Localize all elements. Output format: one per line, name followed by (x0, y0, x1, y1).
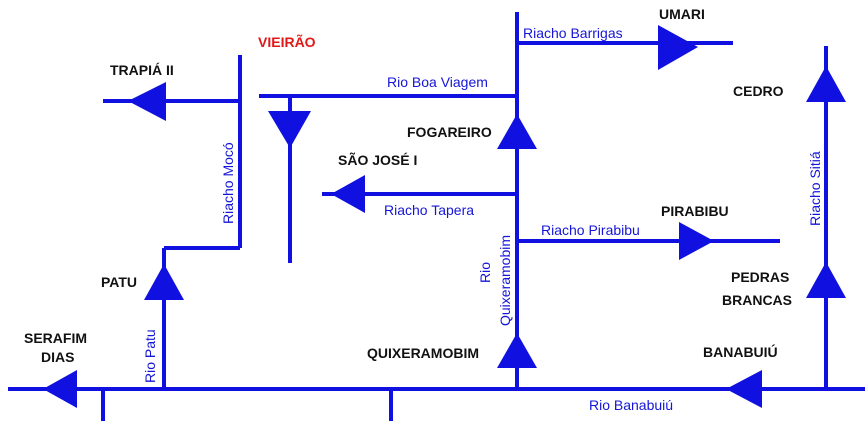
trapia-marker (128, 82, 166, 121)
node-label-serafim: SERAFIM (24, 330, 87, 346)
river-label-sitia: Riacho Sitiá (807, 151, 823, 226)
reservoir-markers (43, 25, 846, 408)
river-label-barrigas: Riacho Barrigas (523, 25, 623, 41)
river-lines (8, 12, 865, 421)
river-labels: Riacho Barrigas Rio Boa Viagem Riacho Ta… (142, 25, 823, 413)
patu-marker (144, 264, 184, 300)
node-label-pirabibu: PIRABIBU (661, 203, 729, 219)
vieirao-marker (268, 111, 311, 148)
banabuiu-marker (726, 370, 762, 408)
river-label-moco: Riacho Mocó (220, 142, 236, 224)
node-label-pedras: PEDRAS (731, 269, 789, 285)
node-label-vieirao: VIEIRÃO (258, 33, 316, 50)
node-label-sao-jose: SÃO JOSÉ I (338, 151, 417, 168)
river-label-banabuiu: Rio Banabuiú (589, 397, 673, 413)
river-label-boa-viagem: Rio Boa Viagem (387, 74, 488, 90)
node-label-trapia: TRAPIÁ II (110, 62, 174, 78)
node-label-brancas: BRANCAS (722, 292, 792, 308)
serafim-dias-marker (43, 370, 77, 408)
node-label-banabuiu: BANABUIÚ (703, 343, 778, 360)
node-label-umari: UMARI (659, 6, 705, 22)
river-label-quixeramobim-1: Rio (477, 262, 493, 283)
node-label-cedro: CEDRO (733, 83, 784, 99)
river-label-pirabibu: Riacho Pirabibu (541, 222, 640, 238)
pedras-brancas-marker (806, 262, 846, 298)
node-label-quixeramobim: QUIXERAMOBIM (367, 345, 479, 361)
pirabibu-marker (679, 222, 714, 260)
umari-marker (658, 25, 698, 70)
cedro-marker (806, 66, 846, 102)
node-label-patu: PATU (101, 274, 137, 290)
node-label-fogareiro: FOGAREIRO (407, 124, 492, 140)
node-label-dias: DIAS (41, 349, 74, 365)
fogareiro-marker (497, 114, 537, 149)
river-label-quixeramobim-2: Quixeramobim (497, 235, 513, 326)
sao-jose-marker (331, 175, 365, 213)
river-label-tapera: Riacho Tapera (384, 202, 474, 218)
reservoir-labels: VIEIRÃO UMARI TRAPIÁ II CEDRO FOGAREIRO … (24, 6, 792, 365)
river-label-patu: Rio Patu (142, 329, 158, 383)
quixeramobim-marker (497, 333, 537, 368)
